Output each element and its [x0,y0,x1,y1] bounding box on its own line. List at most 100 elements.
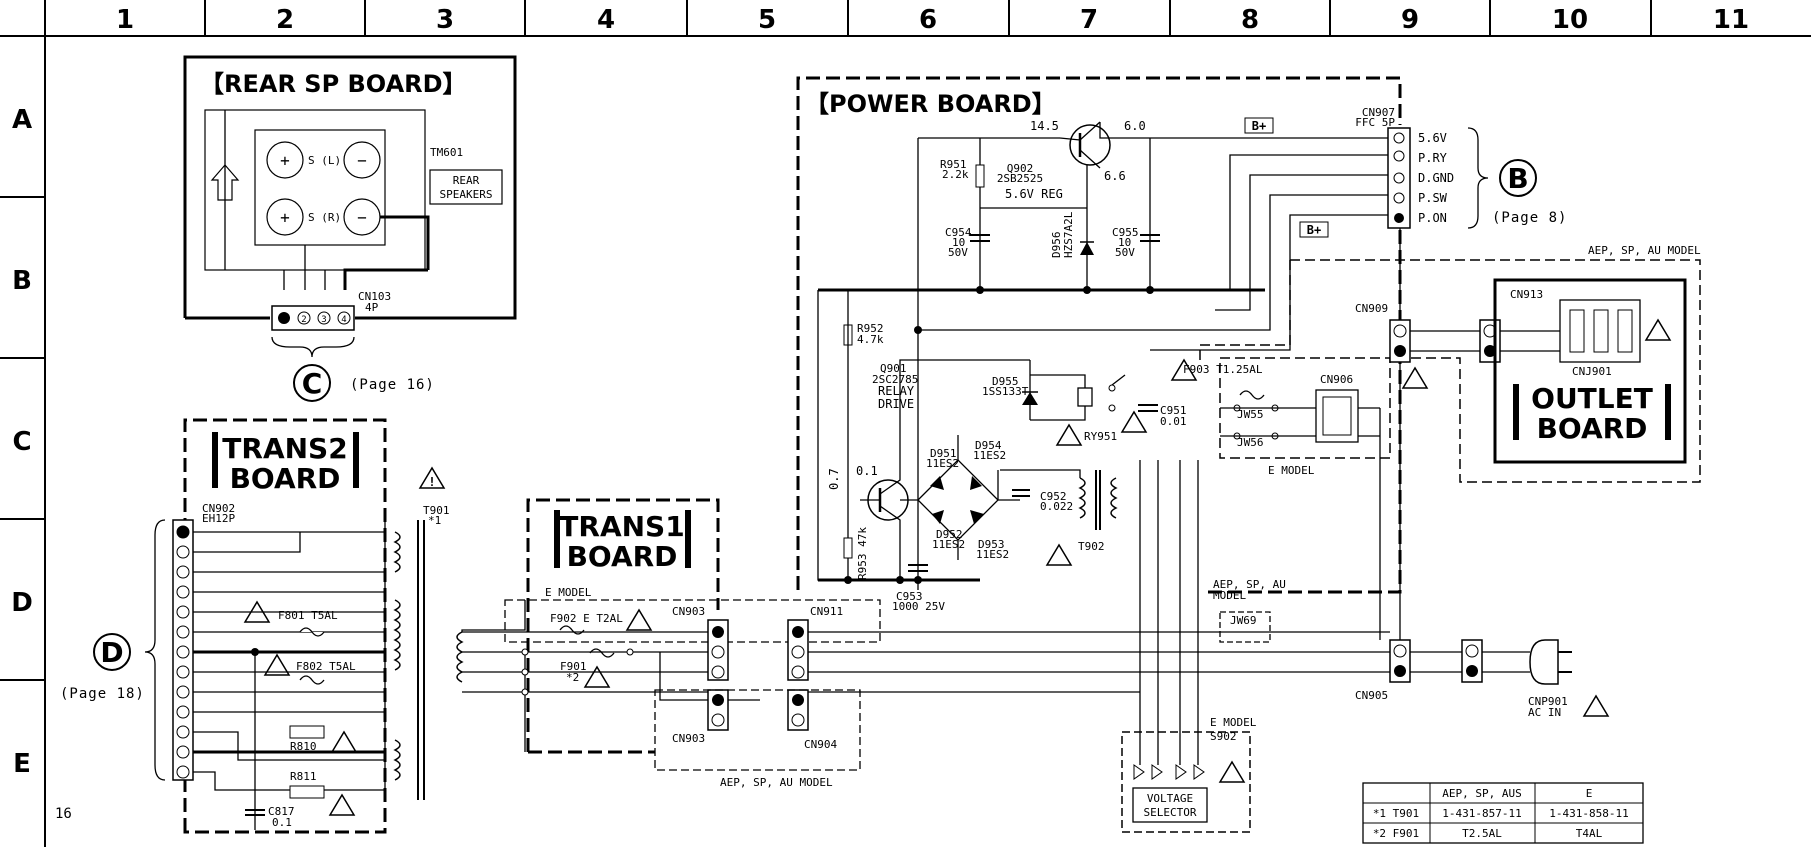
trans1-title-line1: TRANS1 [559,510,684,543]
cn913-label: CN913 [1510,288,1543,301]
table-header-e: E [1586,787,1593,800]
c951-label: C951 [1160,404,1187,417]
e-model-label-e: E MODEL [1210,716,1257,729]
e-model-label-d: E MODEL [545,586,592,599]
c955-label: C955 [1112,226,1139,239]
pin-pon: P.ON [1418,211,1447,225]
warning-icon [263,653,291,676]
t902-label: T902 [1078,540,1105,553]
trans2-title-line2: BOARD [230,462,341,495]
q902-part: 2SB2525 [997,172,1043,185]
cn903-label-bottom: CN903 [672,732,705,745]
d955-label: D955 [992,375,1019,388]
table-header-aep: AEP, SP, AUS [1442,787,1521,800]
f801-label: F801 T5AL [278,609,338,622]
c952-value: 0.022 [1040,500,1073,513]
warning-icon [583,665,611,688]
warning-icon [1045,543,1073,566]
q902-label: Q902 [1007,162,1034,175]
c952-label: C952 [1040,490,1067,503]
power-board: 【POWER BOARD】 14.5 6.0 6.6 Q902 2SB2525 … [796,76,1567,613]
d953-part: 11ES2 [976,548,1009,561]
r811-label: R811 [290,770,317,783]
aep-sp-au-model-bottom: AEP, SP, AU MODEL [720,776,833,789]
pin-dgnd: D.GND [1418,171,1454,185]
outlet-board: CN913 CNJ901 OUTLET BOARD [1493,278,1687,464]
svg-text:+: + [280,208,290,227]
outlet-title-line1: OUTLET [1531,382,1653,415]
v0-7-label: 0.7 [827,468,841,490]
d952-label: D952 [936,528,963,541]
warning-icon [625,608,653,631]
trans2-board: TRANS2 BOARD CN902 EH12P [60,418,450,834]
row-b: B [12,266,32,296]
warning-icon [1120,410,1148,433]
warning-icon [1644,318,1672,341]
d956-part: HZS7A2L [1062,211,1075,258]
c953-value: 1000 25V [892,600,945,613]
cn902-type: EH12P [202,512,235,525]
cn103-label: CN103 [358,290,391,303]
row-a: A [12,105,32,135]
row-c: C [12,427,31,457]
trans1-board: TRANS1 BOARD E MODEL F902 E T2AL F901 *2 [456,498,881,789]
parts-table: AEP, SP, AUS E *1 T901 1-431-857-11 1-43… [1362,782,1644,844]
ac-in-label: AC IN [1528,706,1561,719]
warning-icon [418,466,446,489]
r810-label: R810 [290,740,317,753]
row-d: D [11,588,33,618]
rear-sp-board-title: 【REAR SP BOARD】 [200,70,467,98]
b-page-ref: (Page 8) [1492,210,1567,226]
jw69-label: JW69 [1230,614,1257,627]
page-number: 16 [55,806,72,822]
col-8: 8 [1241,5,1259,35]
warning-icon [1170,358,1198,381]
c-page-ref: (Page 16) [350,377,435,393]
col-6: 6 [919,5,937,35]
c954-label: C954 [945,226,972,239]
d954-label: D954 [975,439,1002,452]
pin-5v6: 5.6V [1418,131,1447,145]
tm601-label: TM601 [430,146,463,159]
r951-label: R951 [940,158,967,171]
jw55-label: JW55 [1237,408,1264,421]
c953-label: C953 [896,590,923,603]
table-cell: *2 F901 [1373,827,1419,840]
warning-icon [1582,694,1610,717]
c-circle-label: C [302,367,323,400]
cn906-label: CN906 [1320,373,1353,386]
row-headers: A B C D E [11,105,33,779]
col-5: 5 [758,5,776,35]
warning-icon [243,600,271,623]
c817-label: C817 [268,805,295,818]
table-cell: T4AL [1576,827,1603,840]
c951-value: 0.01 [1160,415,1187,428]
d951-part: 11ES2 [926,457,959,470]
table-cell: 1-431-858-11 [1549,807,1628,820]
pin-pry: P.RY [1418,151,1448,165]
t901-label: T901 [423,504,450,517]
ac-input-section: AEP, SP, AU MODEL JW69 CN905 CNP901 AC I… [808,362,1610,833]
transformer-t901 [393,520,425,800]
power-board-title: 【POWER BOARD】 [805,90,1056,118]
d952-part: 11ES2 [932,538,965,551]
q901-fn1: RELAY [878,384,915,398]
rear-speakers-line2: SPEAKERS [440,188,493,201]
aep-sp-au-model-top: AEP, SP, AU MODEL [1588,244,1701,257]
f901-label: F901 [560,660,587,673]
trans1-title-line2: BOARD [567,540,678,573]
d955-part: 1SS133T [982,385,1029,398]
q901-part: 2SC2785 [872,373,918,386]
cn902-label: CN902 [202,502,235,515]
voltage-selector-line2: SELECTOR [1144,806,1197,819]
arrow-up-icon [210,164,240,201]
cn905-label: CN905 [1355,689,1388,702]
rear-speakers-line1: REAR [453,174,480,187]
trans2-title-line1: TRANS2 [222,432,347,465]
svg-text:−: − [357,208,367,227]
voltage-selector-line1: VOLTAGE [1147,792,1193,805]
cn103-pins: 4P [365,301,379,314]
s902-label: S902 [1210,730,1237,743]
